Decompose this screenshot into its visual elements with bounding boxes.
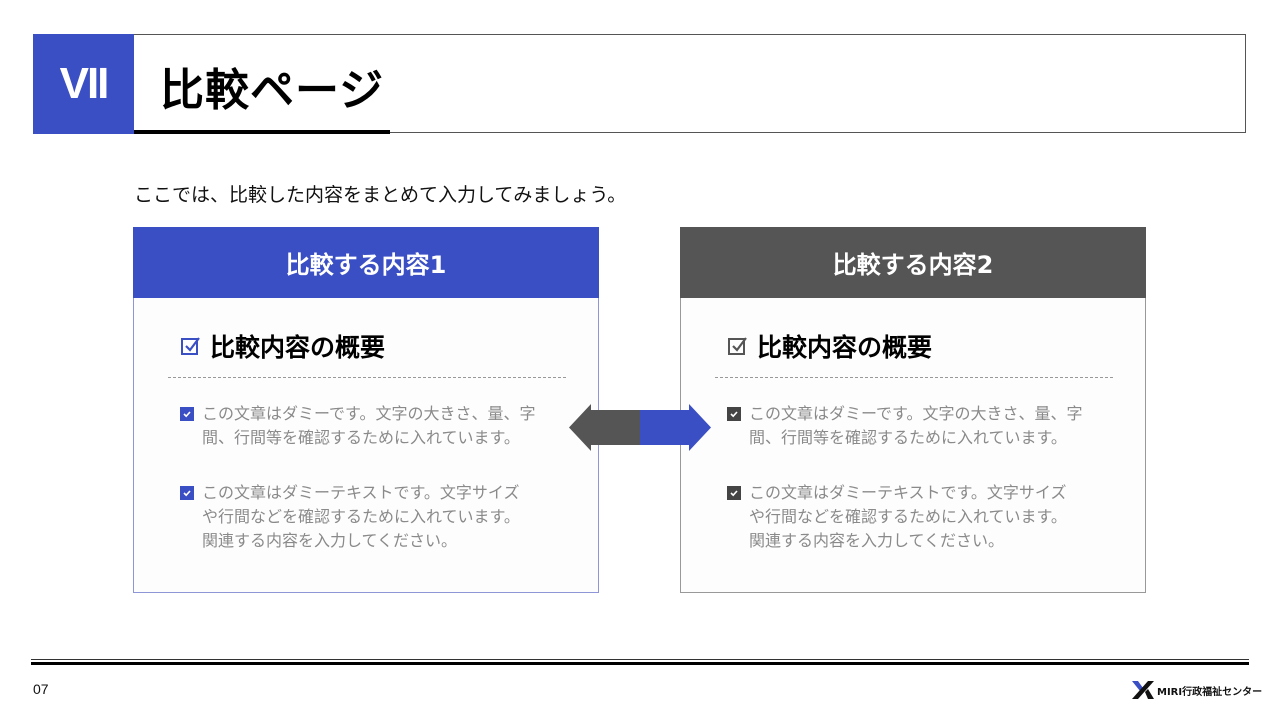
company-logo: MIRI行政福祉センター xyxy=(1132,681,1262,699)
list-item-text: この文章はダミーです。文字の大きさ、量、字 間、行間等を確認するために入れていま… xyxy=(202,404,536,447)
logo-text: MIRI行政福祉センター xyxy=(1157,686,1263,698)
list-item-text: この文章はダミーテキストです。文字サイズ や行間などを確認するために入れています… xyxy=(749,483,1067,550)
checked-box-icon xyxy=(727,407,741,421)
header-frame xyxy=(33,34,1246,133)
page-number: 07 xyxy=(33,681,49,697)
card-1-subtitle: 比較内容の概要 xyxy=(180,328,385,364)
title-underline xyxy=(134,130,390,134)
card-1-header: 比較する内容1 xyxy=(133,227,599,298)
dashed-divider xyxy=(168,377,566,378)
dashed-divider xyxy=(715,377,1113,378)
list-item: この文章はダミーです。文字の大きさ、量、字 間、行間等を確認するために入れていま… xyxy=(180,402,570,450)
checked-box-icon xyxy=(180,486,194,500)
checked-box-icon xyxy=(180,407,194,421)
footer-divider-thick xyxy=(31,662,1249,665)
card-2-subtitle-text: 比較内容の概要 xyxy=(757,333,933,362)
list-item: この文章はダミーです。文字の大きさ、量、字 間、行間等を確認するために入れていま… xyxy=(727,402,1117,450)
list-item: この文章はダミーテキストです。文字サイズ や行間などを確認するために入れています… xyxy=(180,481,570,553)
comparison-card-2: 比較する内容2 比較内容の概要 この文章はダミーです。文字の大きさ、量、字 間、… xyxy=(680,227,1146,593)
card-2-header: 比較する内容2 xyxy=(680,227,1146,298)
comparison-card-1: 比較する内容1 比較内容の概要 この文章はダミーです。文字の大きさ、量、字 間、… xyxy=(133,227,599,593)
section-number-badge: VII xyxy=(33,34,134,134)
logo-x-icon xyxy=(1132,681,1154,699)
list-item-text: この文章はダミーテキストです。文字サイズ や行間などを確認するために入れています… xyxy=(202,483,520,550)
checkbox-outline-icon xyxy=(181,337,200,355)
intro-text: ここでは、比較した内容をまとめて入力してみましょう。 xyxy=(134,184,627,206)
card-1-subtitle-text: 比較内容の概要 xyxy=(210,333,386,362)
double-arrow-icon xyxy=(569,404,711,451)
card-2-subtitle: 比較内容の概要 xyxy=(727,328,932,364)
footer-divider-thin xyxy=(31,659,1249,660)
checkbox-outline-icon xyxy=(728,337,747,355)
list-item: この文章はダミーテキストです。文字サイズ や行間などを確認するために入れています… xyxy=(727,481,1117,553)
page-title: 比較ページ xyxy=(160,65,385,116)
list-item-text: この文章はダミーです。文字の大きさ、量、字 間、行間等を確認するために入れていま… xyxy=(749,404,1083,447)
checked-box-icon xyxy=(727,486,741,500)
